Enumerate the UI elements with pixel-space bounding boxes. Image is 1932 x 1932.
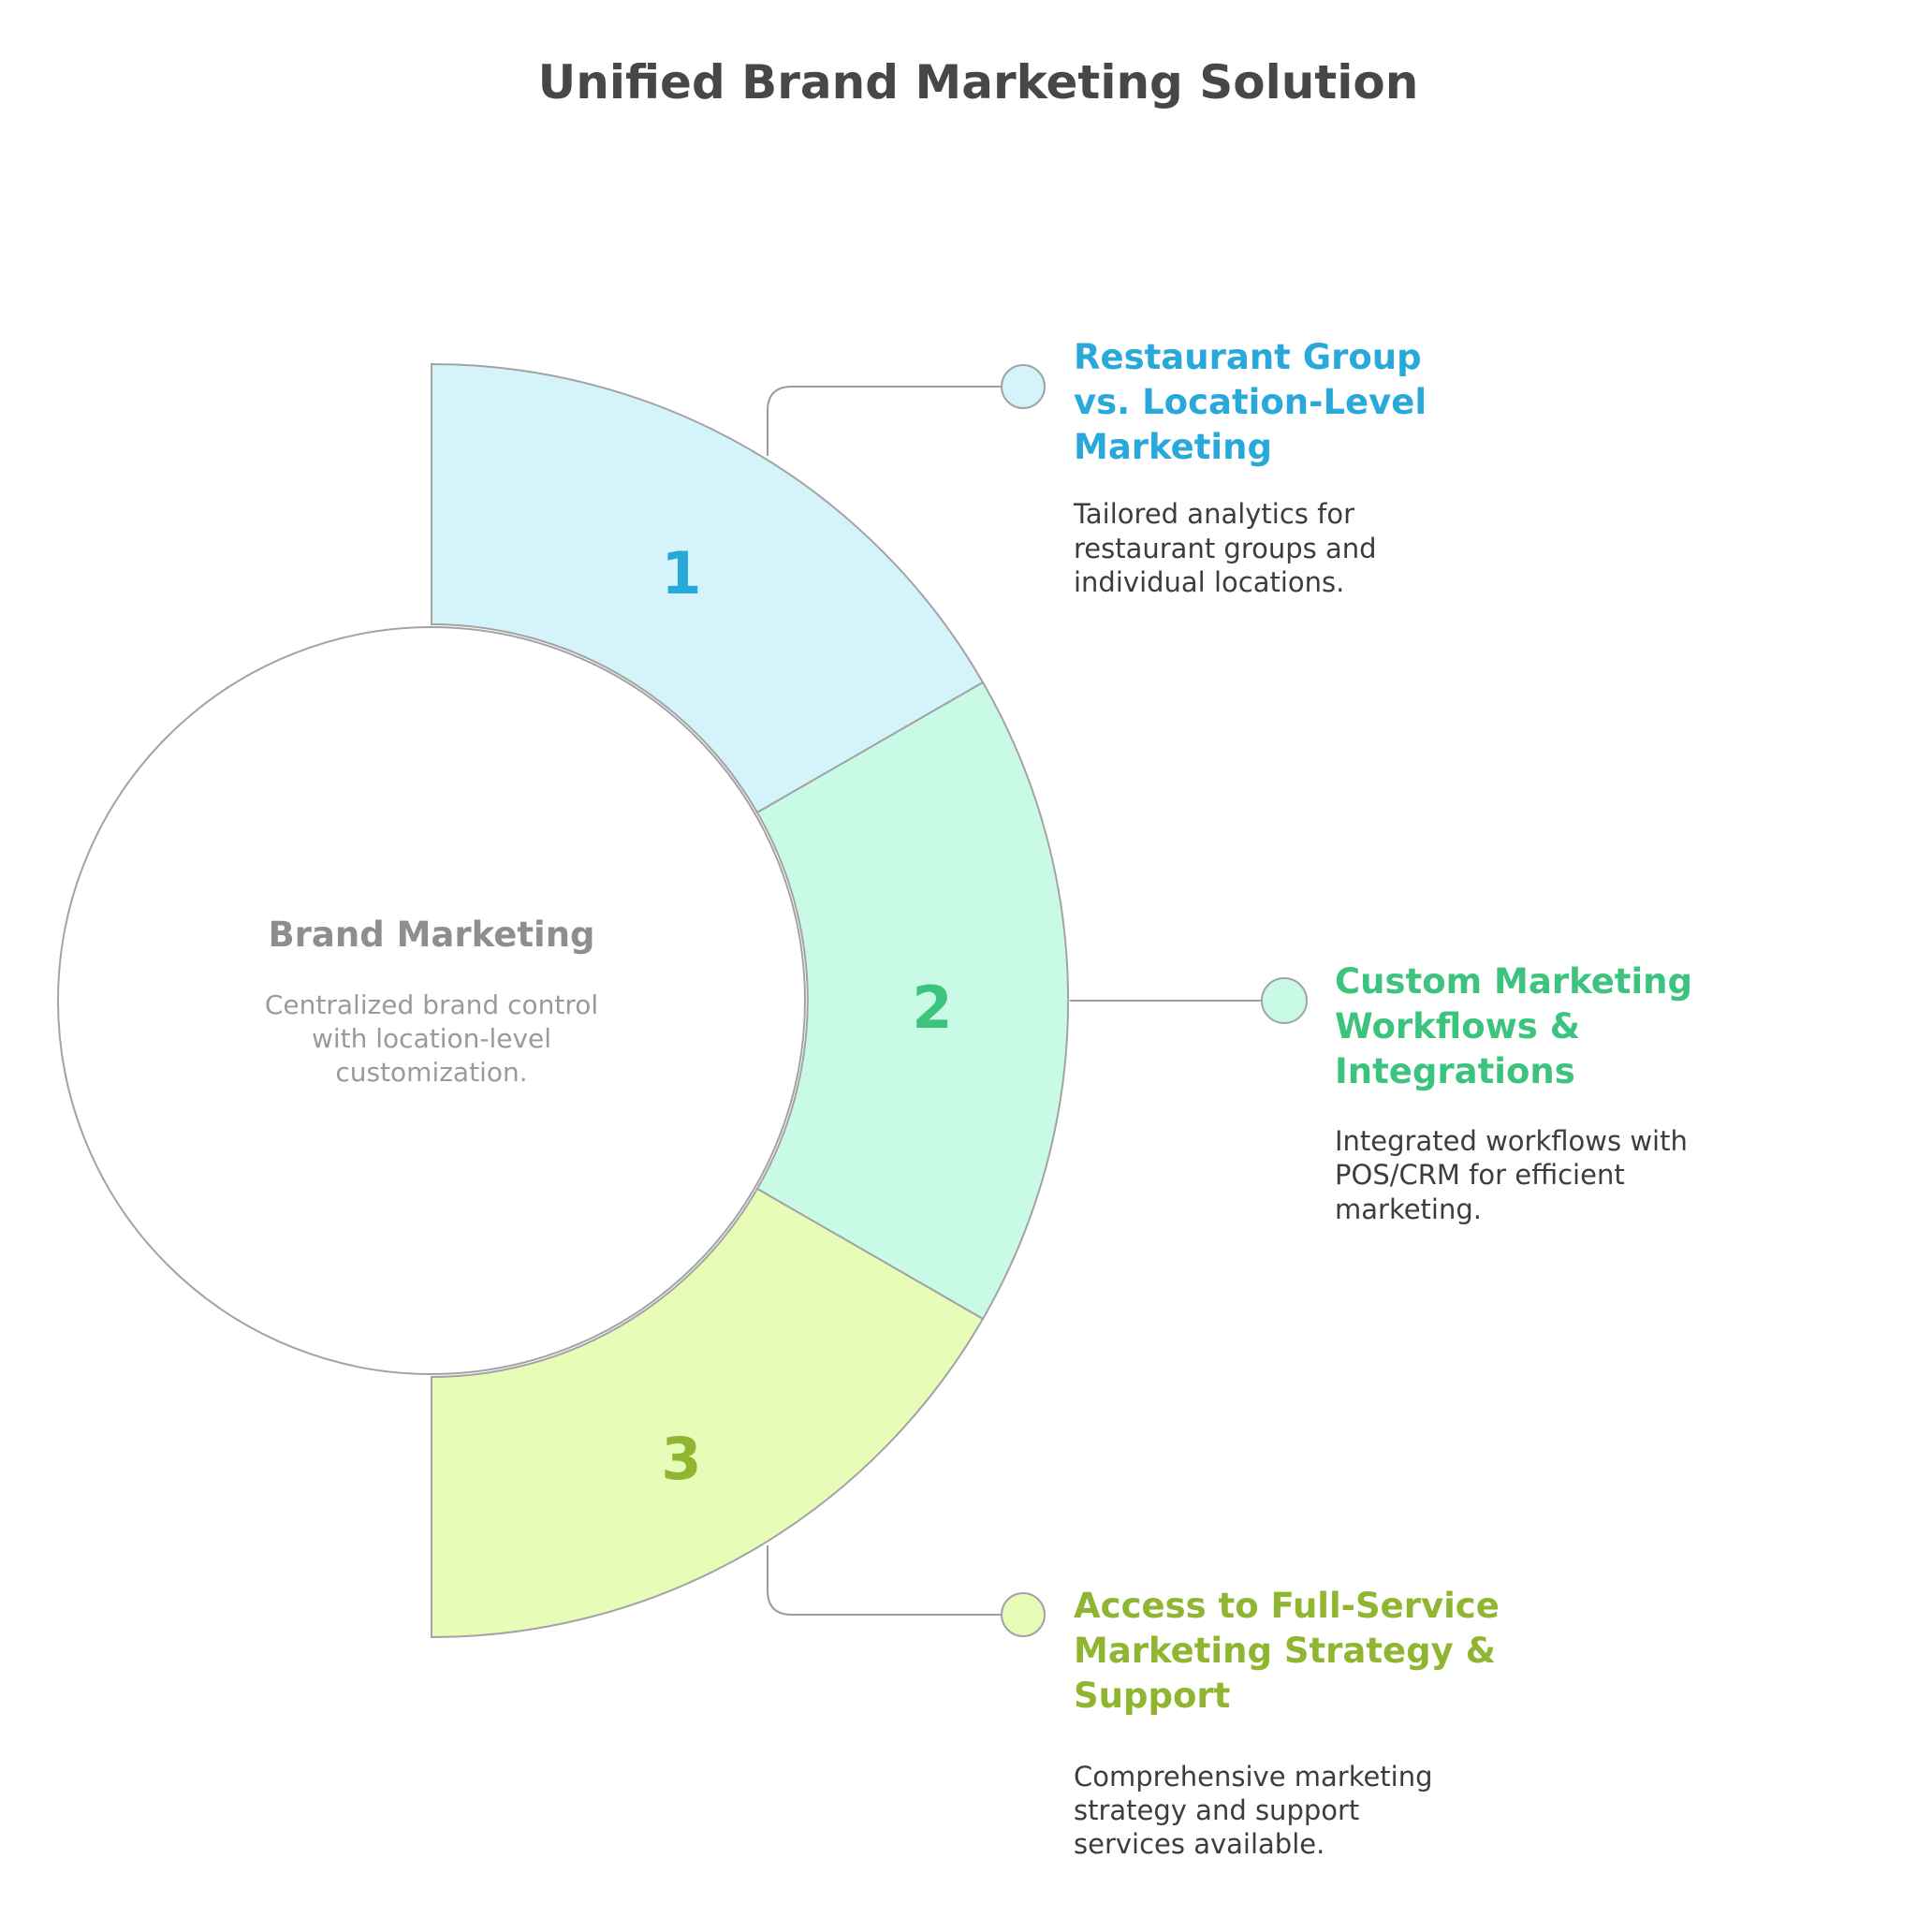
segment-3-description-line-2: strategy and support <box>1074 1794 1359 1826</box>
segment-1-heading-line-2: vs. Location-Level <box>1074 382 1427 422</box>
segment-2-number: 2 <box>912 973 952 1042</box>
segment-3-number: 3 <box>661 1425 701 1493</box>
segment-2-arc <box>755 681 1070 1321</box>
segment-2-heading-line-2: Workflows & <box>1335 1006 1580 1046</box>
connector-1-dot <box>1001 364 1046 409</box>
connector-1 <box>767 386 1003 456</box>
segment-1-number: 1 <box>661 539 701 607</box>
center-circle <box>57 626 806 1375</box>
connector-3 <box>767 1545 1003 1616</box>
segment-2-heading-line-1: Custom Marketing <box>1335 961 1692 1002</box>
segment-1-description-line-2: restaurant groups and <box>1074 533 1377 564</box>
segment-3-arc <box>431 1187 985 1639</box>
center-description-line-1: Centralized brand control <box>265 989 598 1020</box>
segment-1-arc <box>431 362 985 814</box>
segment-3-description-line-1: Comprehensive marketing <box>1074 1761 1433 1793</box>
connector-3-dot <box>1001 1592 1046 1637</box>
segment-2-description-line-1: Integrated workflows with <box>1335 1125 1688 1157</box>
center-title: Brand Marketing <box>268 915 594 955</box>
segment-2-heading-line-3: Integrations <box>1335 1051 1575 1091</box>
segment-1-heading-line-1: Restaurant Group <box>1074 337 1422 377</box>
segment-2-description-line-2: POS/CRM for efficient <box>1335 1159 1625 1191</box>
diagram-title: Unified Brand Marketing Solution <box>538 55 1419 110</box>
center-description-line-3: customization. <box>335 1057 527 1088</box>
segment-1-heading-line-3: Marketing <box>1074 427 1272 467</box>
segment-3-heading-line-1: Access to Full-Service <box>1074 1586 1500 1626</box>
connector-2-dot <box>1261 977 1308 1024</box>
segment-3-heading-line-3: Support <box>1074 1676 1230 1716</box>
segment-2-description-line-3: marketing. <box>1335 1193 1482 1225</box>
segment-1-description-line-3: individual locations. <box>1074 566 1344 598</box>
segment-3-heading-line-2: Marketing Strategy & <box>1074 1631 1496 1671</box>
segment-3-description-line-3: services available. <box>1074 1828 1325 1860</box>
segment-1-description-line-1: Tailored analytics for <box>1073 498 1354 530</box>
center-description-line-2: with location-level <box>312 1023 551 1054</box>
